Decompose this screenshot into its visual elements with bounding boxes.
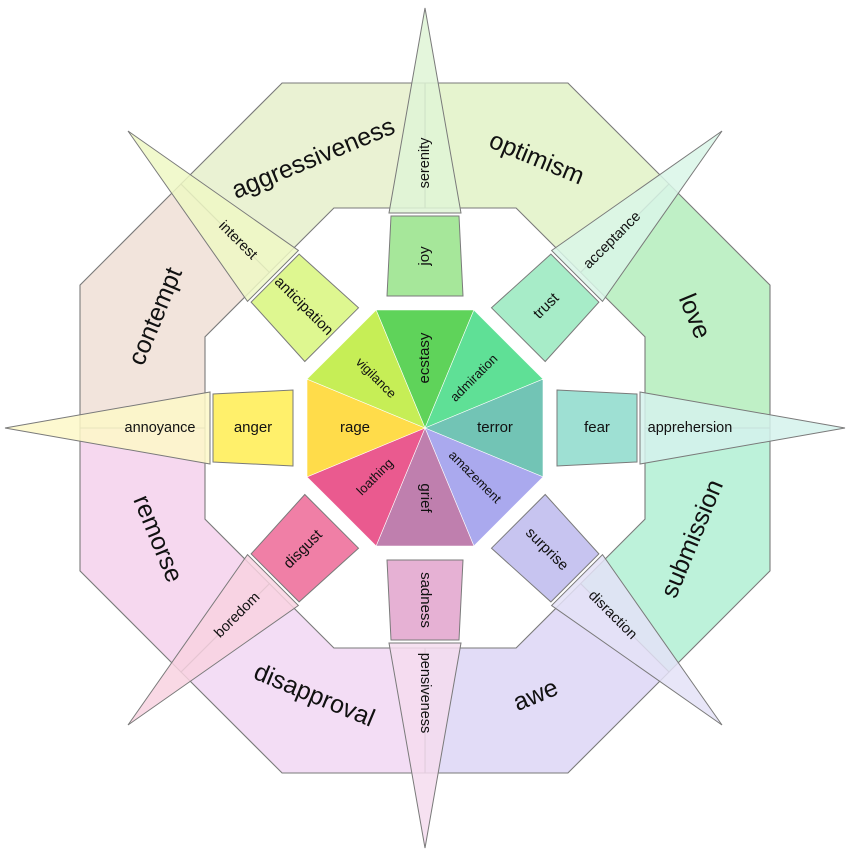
mid-label-anger: anger [234,419,272,436]
core-label-sadness: grief [417,483,434,513]
emotion-spikes [4,7,846,849]
mid-label-sadness: sadness [417,572,434,628]
core-label-joy: ecstasy [416,332,433,383]
tip-spike-anticipation [127,130,300,303]
core-label-anger: rage [340,419,370,436]
core-octagon [306,309,544,547]
mid-wedge-disgust [250,493,360,603]
mid-wedge-joy [386,215,464,297]
mid-wedge-fear [556,389,638,467]
tip-spike-anger [4,391,211,465]
mid-label-joy: joy [416,246,433,267]
mid-label-fear: fear [584,419,610,436]
tip-spike-disgust [127,553,300,726]
tip-spike-trust [550,130,723,303]
mid-wedge-trust [490,253,600,363]
tip-spike-sadness [388,642,462,849]
core-label-fear: terror [477,419,513,436]
tip-label-fear: apprehersion [648,420,733,436]
tip-spike-joy [388,7,462,214]
mid-wedge-anger [212,389,294,467]
mid-wedge-sadness [386,559,464,641]
tip-label-sadness: pensiveness [417,653,433,734]
tip-spike-surprise [550,553,723,726]
tip-label-joy: serenity [417,137,433,189]
core-slice-anticipation [306,309,426,429]
mid-wedge-anticipation [250,253,360,363]
mid-wedge-surprise [490,493,600,603]
tip-spike-fear [639,391,846,465]
tip-label-anger: annoyance [125,420,196,436]
